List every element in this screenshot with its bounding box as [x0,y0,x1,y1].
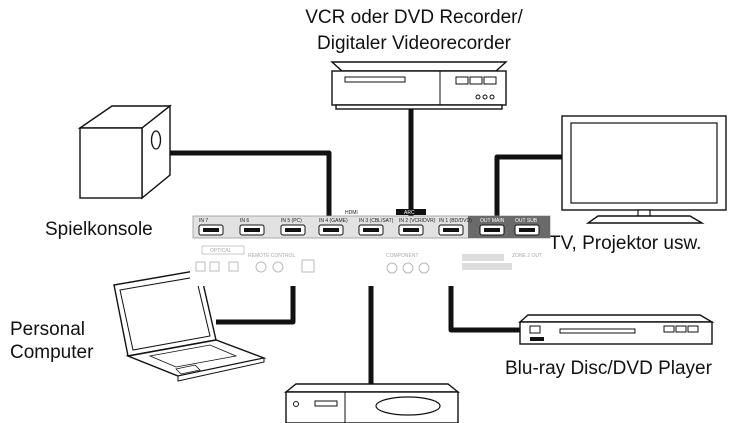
hdmi-port-label: IN 3 (CBL/SAT) [359,218,394,224]
vcr-label-line2: Digitaler Videorecorder [317,33,512,54]
zone-out-label: ZONE 2 OUT [512,253,542,259]
vcr-label-line1: VCR oder DVD Recorder/ [305,7,523,28]
hdmi-input-ports: IN 7 IN 6 IN 5 (PC) IN 4 (GAME) IN 3 (CB [198,218,472,236]
remote-control-label: REMOTE CONTROL [248,253,295,259]
bluray-player-icon [518,314,715,345]
hdmi-port-in1-bddvd: IN 1 (BD/DVD) [438,218,472,236]
hdmi-port-out-sub: OUT SUB [514,218,540,236]
vcr-recorder-icon [330,61,508,110]
cable-tv [494,154,584,222]
hdmi-port-label: IN 2 (VCR/DVR) [399,218,436,224]
hdmi-port-in6: IN 6 [239,218,265,236]
cable-game-console [168,150,332,222]
component-section: COMPONENT ZONE 2 OUT [386,253,542,274]
optical-section: OPTICAL [195,245,245,272]
pc-label-line2: Computer [10,342,94,363]
hdmi-port-label: IN 1 (BD/DVD) [439,218,472,224]
tv-monitor-icon [561,115,727,224]
game-console-label: Spielkonsole [45,219,153,240]
hdmi-output-ports: OUT MAIN OUT SUB [479,218,540,236]
hdmi-port-in5-pc: IN 5 (PC) [280,218,306,236]
pc-label-line1: Personal [10,319,85,340]
component-label: COMPONENT [386,253,419,259]
hdmi-port-label: OUT MAIN [480,218,505,224]
set-top-box-icon [284,383,460,423]
hdmi-port-label: OUT SUB [515,218,538,224]
tv-label: TV, Projektor usw. [549,233,701,254]
hdmi-port-in2-vcrdvr: IN 2 (VCR/DVR) [398,218,436,236]
hdmi-port-in7: IN 7 [198,218,224,236]
arc-badge: ARC [404,210,415,216]
hdmi-port-label: IN 4 (GAME) [319,218,348,224]
remote-control-section: REMOTE CONTROL [248,253,315,273]
hdmi-port-label: IN 7 [199,218,208,224]
speaker-box-icon [77,104,173,200]
optical-label: OPTICAL [210,248,232,254]
hdmi-port-in4-game: IN 4 (GAME) [318,218,348,236]
hdmi-port-in3-cblsat: IN 3 (CBL/SAT) [358,218,394,236]
hdmi-port-out-main: OUT MAIN [479,218,505,236]
bluray-label: Blu-ray Disc/DVD Player [505,358,713,379]
receiver-panel: OPTICAL REMOTE CONTROL COMPONENT ZONE 2 … [190,209,551,286]
hdmi-title: HDMI [345,210,358,216]
hdmi-port-label: IN 6 [240,218,249,224]
hdmi-port-label: IN 5 (PC) [281,218,302,224]
laptop-icon [113,269,267,382]
